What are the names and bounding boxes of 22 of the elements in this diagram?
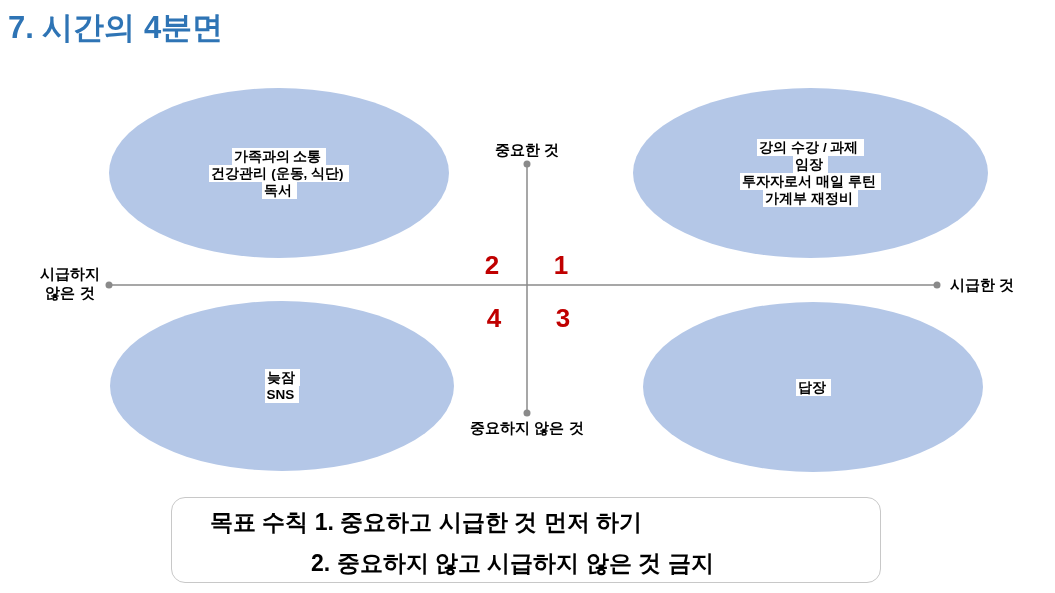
axis-label: 중요한 것 [494,140,560,159]
quadrant-ellipse [633,88,988,258]
quadrant-ellipse [110,301,454,471]
quadrant-number: 3 [555,303,571,333]
activity-text: 늦잠 [264,369,300,386]
axis-label: 중요하지 않은 것 [470,418,584,437]
activity-text: 가계부 재정비 [763,190,858,207]
rule-panel [171,497,881,583]
slide-title: 7. 시간의 4분면 [8,9,224,47]
activity-text: 강의 수강 / 과제 [757,139,864,156]
activity-text: SNS [264,386,300,403]
quadrant-ellipse [643,302,983,472]
axis-label: 시급하지 않은 것 [39,264,101,302]
quadrant-number: 2 [484,250,500,280]
rule-text: 목표 수칙 1. 중요하고 시급한 것 먼저 하기 [210,508,642,536]
activity-text: 임장 [793,156,828,173]
rule-text: 2. 중요하지 않고 시급하지 않은 것 금지 [311,549,714,577]
quadrant-ellipse [109,88,449,258]
activity-text: 투자자로서 매일 루틴 [740,173,881,190]
quadrant-number: 1 [553,250,569,280]
quadrant-number: 4 [486,303,502,333]
axis-label: 시급한 것 [949,275,1015,294]
